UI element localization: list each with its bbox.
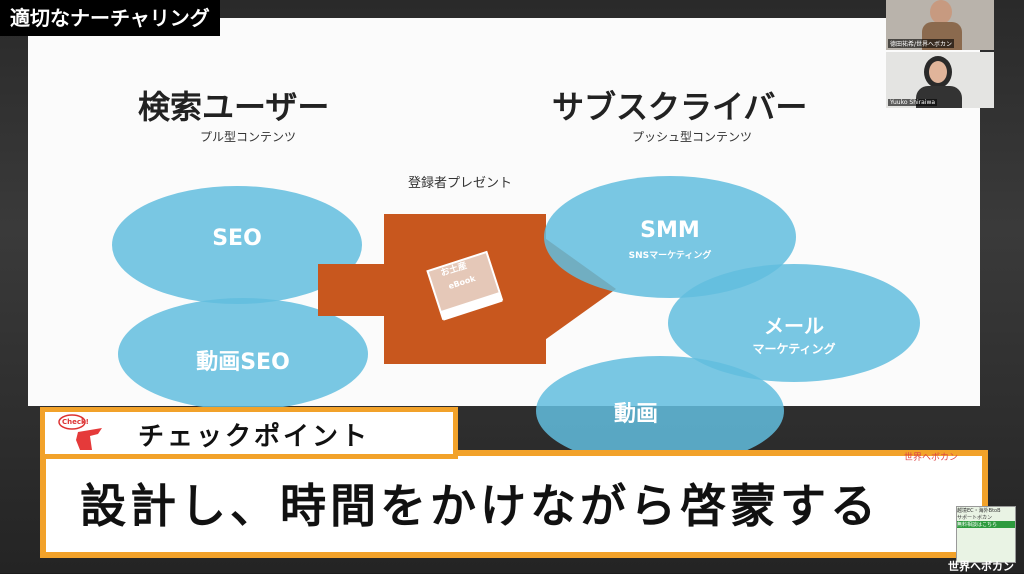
corner-ad-line2: サポートボカン [957, 515, 993, 521]
left-heading: 検索ユーザー [138, 88, 330, 126]
checkpoint-frame [40, 407, 458, 459]
corner-ad-line3: 無料相談はこちら [957, 521, 1015, 528]
ebook-icon [426, 250, 504, 321]
video-seo-label: 動画SEO [196, 350, 290, 375]
right-heading: サブスクライバー [552, 88, 808, 126]
check-badge: Check! [62, 418, 89, 426]
ellipse-video-seo [118, 298, 368, 410]
ellipse-video [536, 356, 784, 466]
participant-face-1 [930, 0, 952, 24]
smm-label: SMM [640, 218, 700, 243]
mail-sub: マーケティング [752, 342, 836, 356]
smm-sub: SNSマーケティング [628, 251, 712, 261]
video-title-banner: 適切なナーチャリング [0, 0, 220, 36]
caption-frame [40, 450, 988, 558]
corner-ad[interactable]: 越境EC・海外BtoB サポートボカン 無料相談はこちら [956, 506, 1016, 563]
participant-name-2: Yuuko Shiraiwa [888, 99, 938, 106]
right-subheading: プッシュ型コンテンツ [632, 130, 753, 144]
participant-name-1: 德田祐希/世界へボカン [888, 39, 955, 48]
seo-label: SEO [212, 226, 262, 251]
participant-video-1: 德田祐希/世界へボカン [886, 0, 994, 50]
participant-face-2 [924, 56, 952, 88]
checkpoint-label: チェックポイント [138, 422, 371, 452]
mail-label: メール [764, 314, 824, 338]
left-subheading: プル型コンテンツ [200, 130, 297, 144]
arrow-label: 登録者プレゼント [408, 176, 513, 191]
corner-brand: 世界へボカン [948, 560, 1014, 573]
video-label: 動画 [613, 402, 658, 427]
corner-ad-line1: 越境EC・海外BtoB [957, 508, 1001, 514]
caption-text: 設計し、時間をかけながら啓蒙する [80, 479, 880, 533]
brand-logo-small: 世界へボカン [904, 453, 959, 463]
participant-video-2: Yuuko Shiraiwa [886, 52, 994, 108]
check-pointing-hand-icon [58, 414, 102, 450]
